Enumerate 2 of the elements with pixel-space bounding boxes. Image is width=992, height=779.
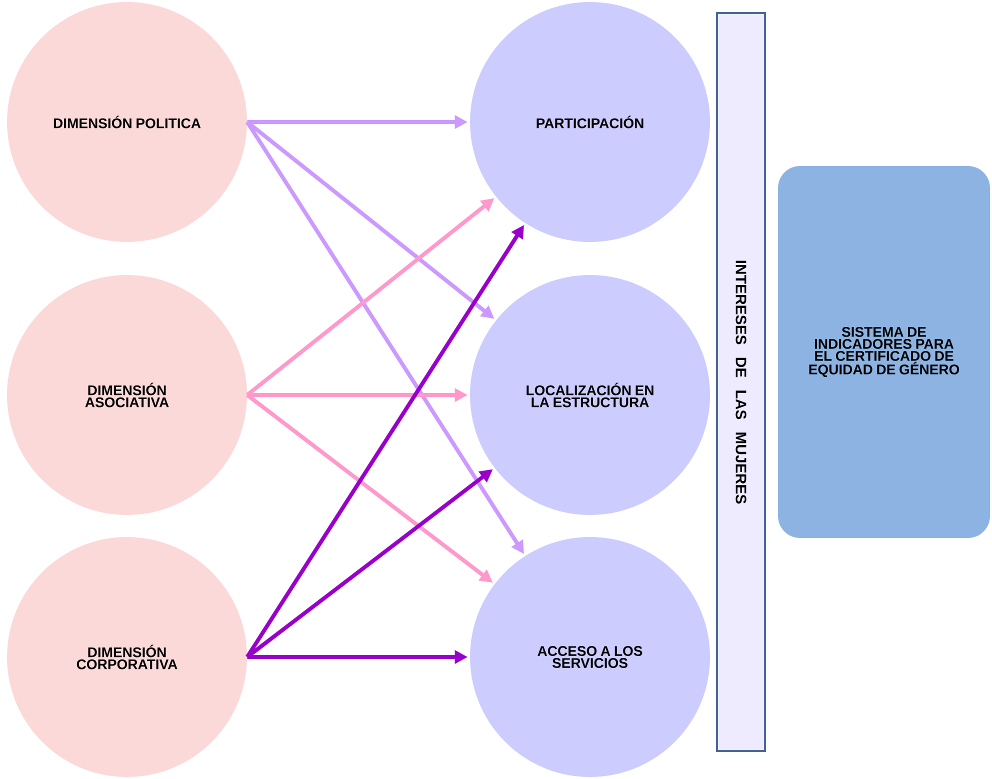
result-box: SISTEMA DE INDICADORES PARA EL CERTIFICADO DE EQUIDAD DE GÉNERO (778, 166, 990, 538)
vertical-band: INTERESES DE LAS MUJERES (716, 12, 766, 752)
